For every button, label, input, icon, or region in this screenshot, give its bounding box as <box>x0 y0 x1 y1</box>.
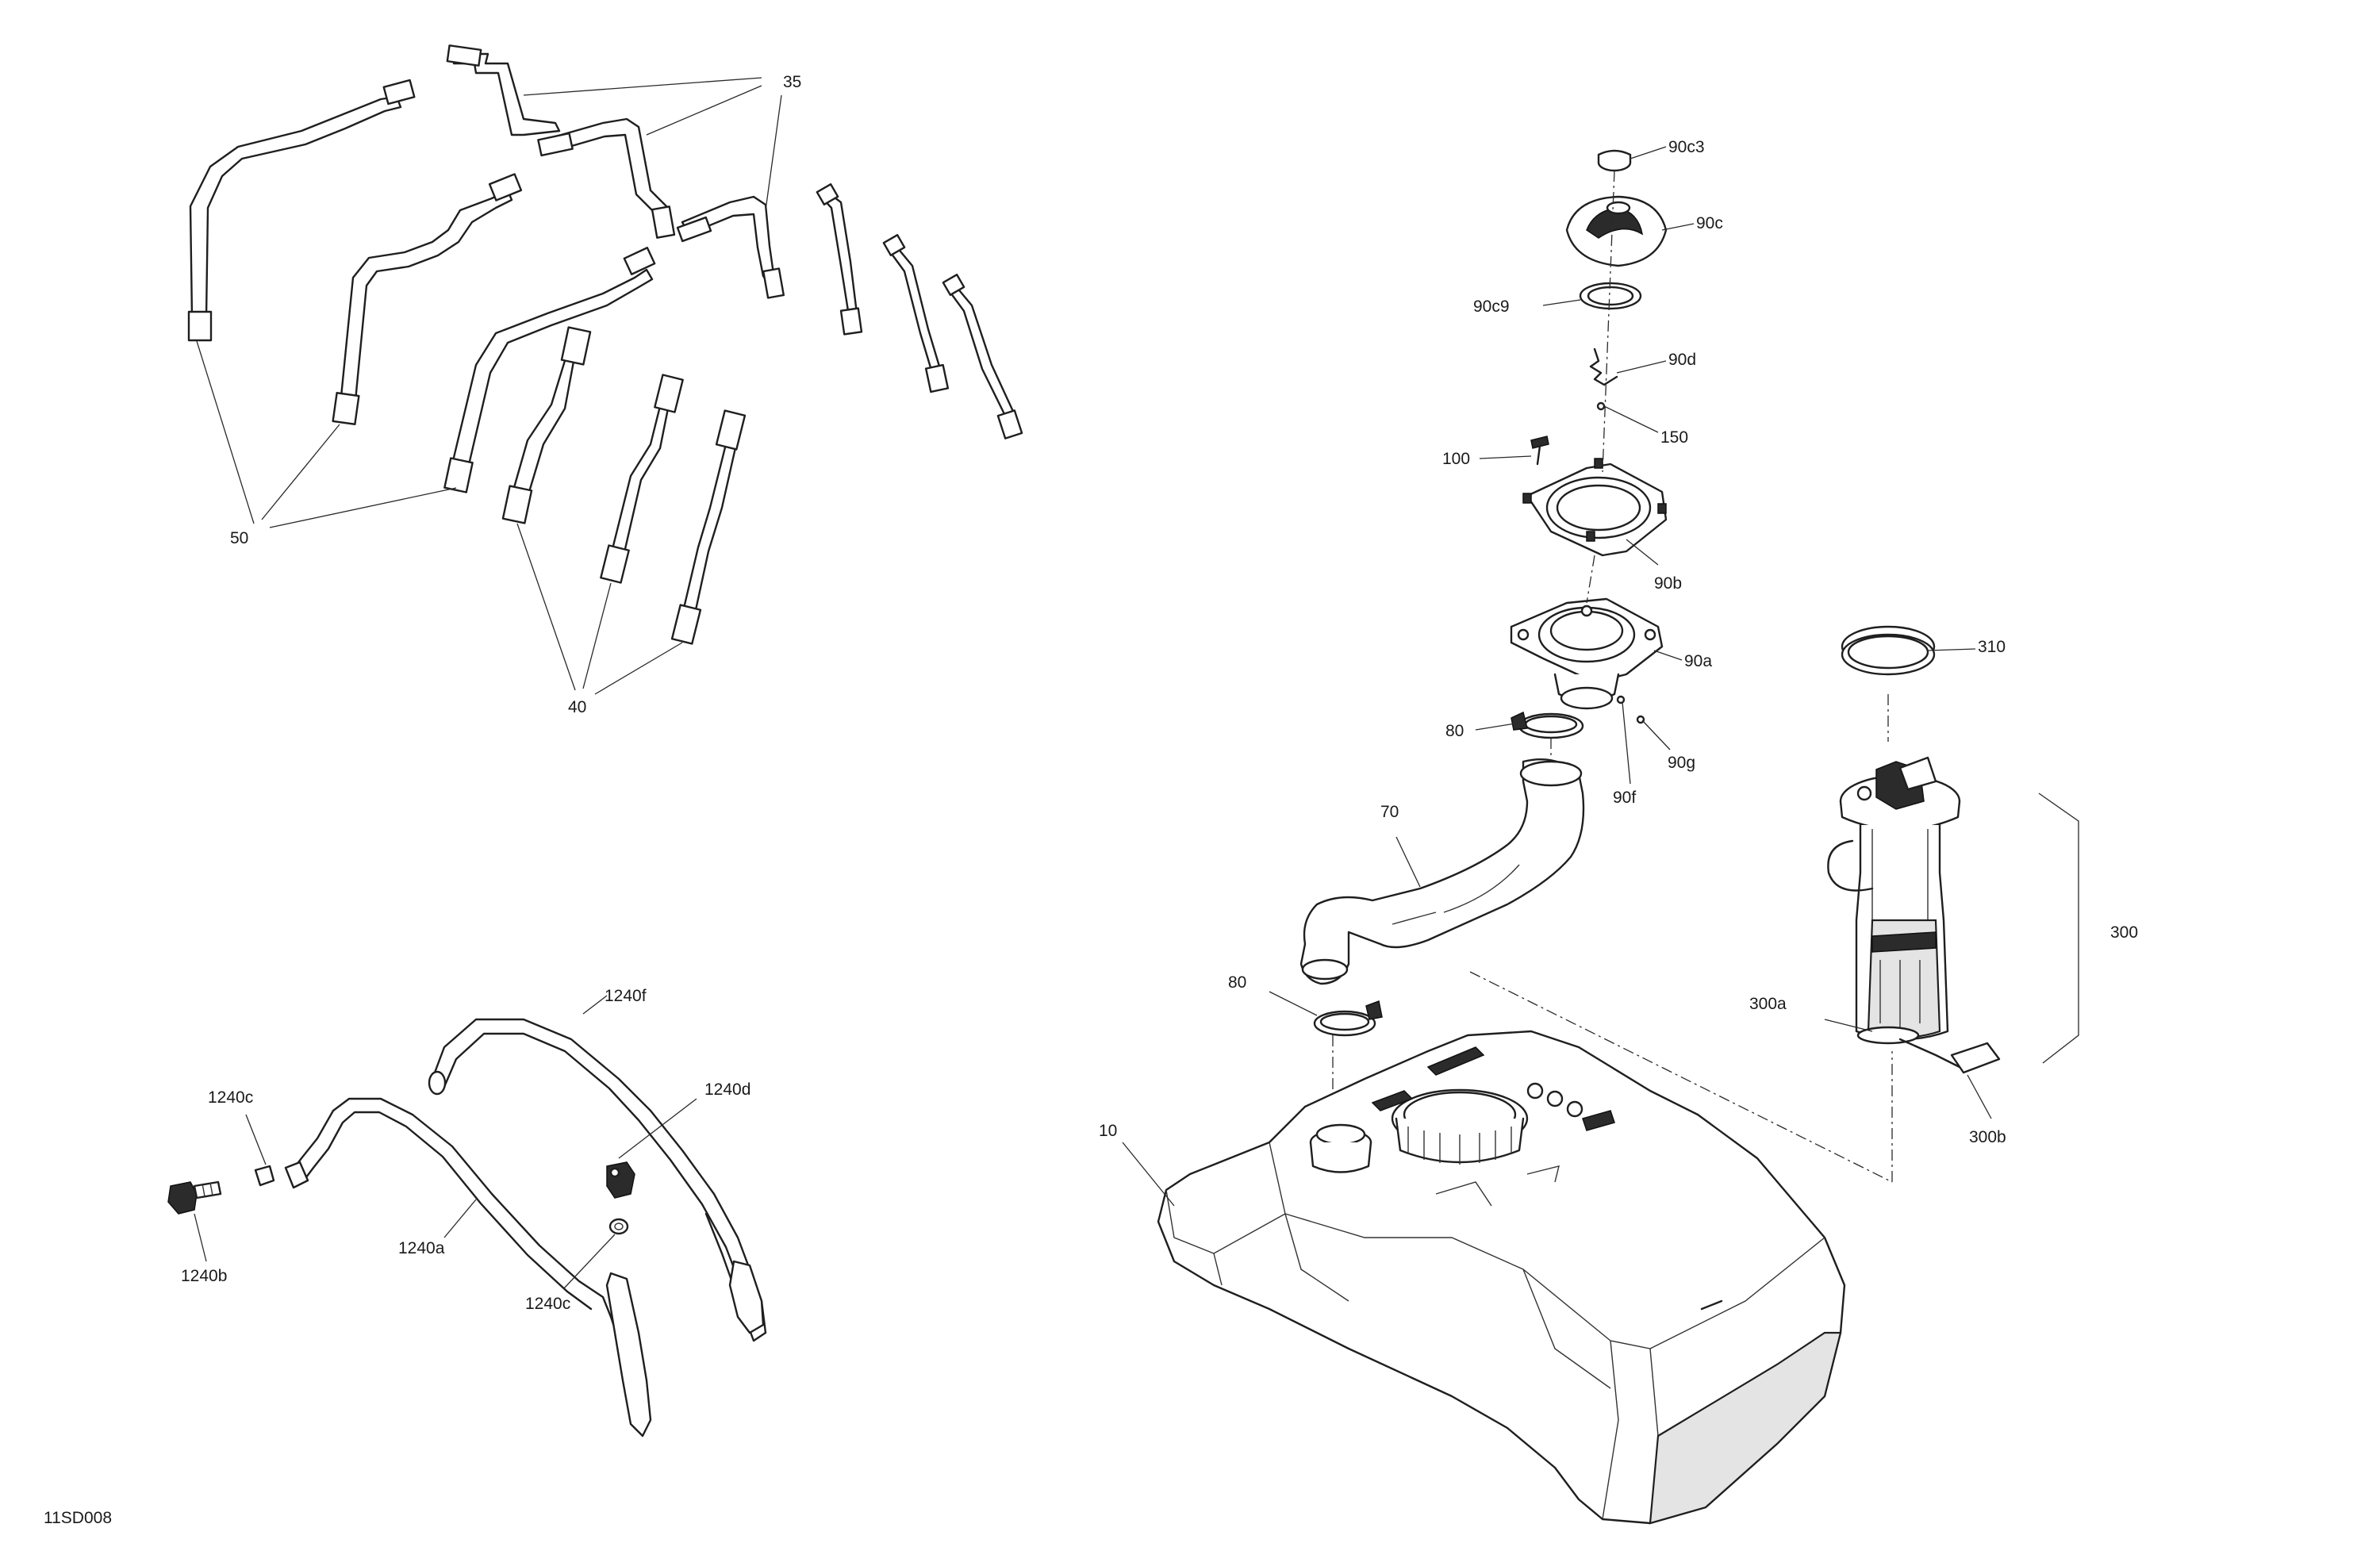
strap-icon <box>332 173 523 425</box>
leader-lines-hoses <box>194 995 697 1290</box>
filler-base-90a <box>1510 597 1664 724</box>
callout-100: 100 <box>1442 450 1470 468</box>
leader-lines-straps <box>196 77 782 695</box>
clamp-icon <box>1511 711 1584 739</box>
callout-90a: 90a <box>1684 652 1712 670</box>
clamp-icon <box>1313 1000 1383 1037</box>
callout-1240a: 1240a <box>398 1239 445 1257</box>
bracket-300 <box>2038 793 2079 1064</box>
leader-lines-assembly <box>1122 146 1992 1207</box>
strap-icon <box>816 183 863 336</box>
callout-90d: 90d <box>1668 351 1696 369</box>
strap-icon <box>882 234 950 393</box>
strap-icon <box>676 195 785 299</box>
callout-90c3: 90c3 <box>1668 138 1705 156</box>
callout-50: 50 <box>230 529 248 547</box>
callout-150: 150 <box>1660 428 1688 447</box>
callout-1240d: 1240d <box>704 1080 750 1099</box>
callout-300: 300 <box>2110 923 2138 942</box>
callout-90f: 90f <box>1613 789 1636 807</box>
strap-group-50 <box>187 79 656 493</box>
fitting-1240c-top <box>254 1165 275 1187</box>
callout-90g: 90g <box>1668 754 1695 772</box>
callout-300b: 300b <box>1969 1128 2006 1146</box>
callout-310: 310 <box>1978 638 2006 656</box>
callout-35: 35 <box>783 73 801 91</box>
strap-group-40 <box>501 326 747 645</box>
strap-icon <box>942 274 1023 439</box>
fuel-pump-icon <box>1827 625 2001 1074</box>
callout-80-top: 80 <box>1445 722 1464 740</box>
strap-icon <box>670 409 747 645</box>
strap-icon <box>446 44 561 136</box>
strap-icon <box>600 374 684 584</box>
callout-90c9: 90c9 <box>1473 297 1510 316</box>
fitting-1240d <box>606 1161 635 1199</box>
strap-group-small <box>816 183 1023 439</box>
callout-90c: 90c <box>1696 214 1723 232</box>
hose-1240a <box>284 1097 652 1437</box>
diagram-code: 11SD008 <box>44 1509 112 1527</box>
callout-1240c-top: 1240c <box>208 1088 253 1107</box>
callout-300a: 300a <box>1749 995 1787 1013</box>
callout-40: 40 <box>568 698 586 716</box>
callout-70: 70 <box>1380 803 1399 821</box>
callout-1240b: 1240b <box>181 1267 227 1285</box>
callout-80-bottom: 80 <box>1228 973 1246 992</box>
callout-10: 10 <box>1099 1122 1117 1140</box>
strap-group-35 <box>446 44 785 299</box>
fitting-1240c-bottom <box>608 1218 629 1235</box>
fitting-1240b <box>167 1180 222 1215</box>
hose-icon <box>1299 758 1585 985</box>
part-callouts: 35 50 40 90c3 90c 90c9 90d 150 100 90b 9… <box>181 73 2138 1313</box>
strap-icon <box>501 326 592 524</box>
strap-icon <box>187 79 416 342</box>
filler-cap-icon <box>1565 149 1668 411</box>
callout-1240f: 1240f <box>605 987 647 1005</box>
strap-icon <box>537 117 676 239</box>
fuel-tank-icon <box>1157 1030 1846 1525</box>
strap-icon <box>443 247 656 493</box>
filler-flange-90b <box>1522 436 1668 557</box>
hose-1240f <box>428 1018 767 1342</box>
callout-90b: 90b <box>1654 574 1682 593</box>
callout-1240c-bottom: 1240c <box>525 1295 570 1313</box>
